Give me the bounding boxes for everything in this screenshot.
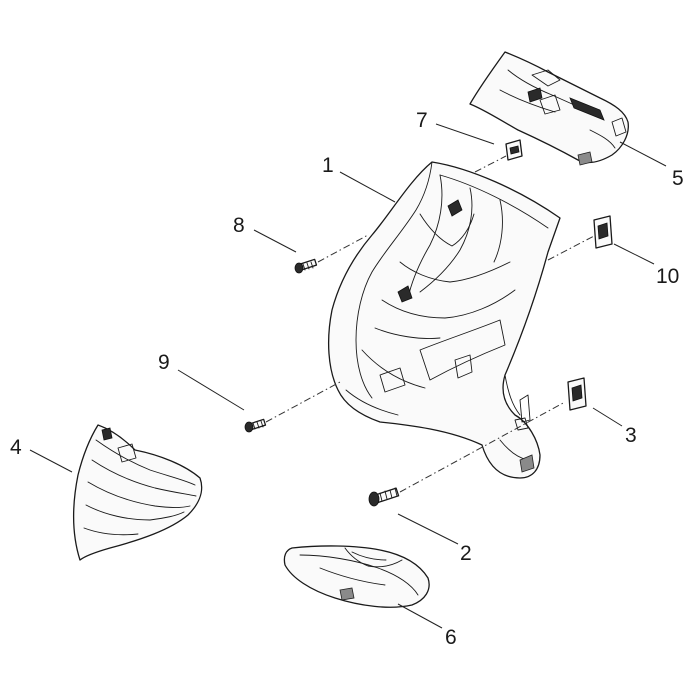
callout-9: 9: [158, 351, 170, 374]
screw-9: [244, 418, 267, 433]
callout-10: 10: [656, 265, 679, 288]
upper-bracket-part: [469, 51, 629, 166]
callout-8: 8: [233, 214, 245, 237]
clip-3: [567, 377, 587, 411]
callout-6: 6: [445, 626, 457, 649]
screw-2: [368, 487, 400, 507]
screw-8: [294, 258, 318, 274]
callout-1: 1: [322, 154, 334, 177]
leader-lines: [29, 123, 667, 629]
callout-3: 3: [625, 424, 637, 447]
front-shield-part: [327, 161, 561, 479]
front-grille-part: [73, 424, 203, 561]
callout-2: 2: [460, 542, 472, 565]
callout-5: 5: [672, 167, 684, 190]
clip-10: [593, 215, 613, 249]
assembly-lines: [265, 155, 595, 493]
callout-7: 7: [416, 109, 428, 132]
lower-cover-part: [283, 545, 430, 608]
callout-4: 4: [10, 436, 22, 459]
clip-7: [505, 139, 523, 161]
